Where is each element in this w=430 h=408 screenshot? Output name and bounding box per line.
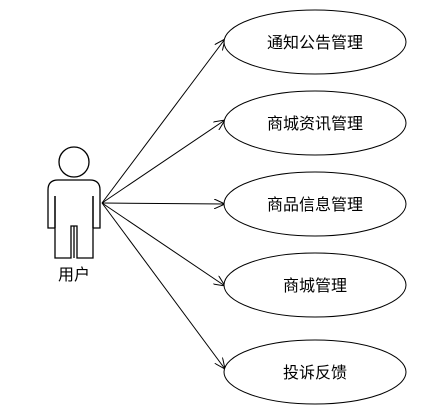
- association-line: [101, 120, 225, 204]
- actor: 用户: [47, 146, 101, 284]
- use-case-label: 商品信息管理: [267, 195, 363, 214]
- use-case: 商城资讯管理: [223, 90, 407, 156]
- use-case-ellipse: [223, 9, 407, 75]
- actor-label: 用户: [58, 265, 90, 284]
- use-case-ellipse: [223, 90, 407, 156]
- association-line: [101, 39, 225, 204]
- use-case-label: 通知公告管理: [267, 33, 363, 52]
- use-case: 商城管理: [223, 252, 407, 318]
- use-case-ellipse: [223, 252, 407, 318]
- use-case-ellipse: [223, 171, 407, 237]
- associations: [101, 39, 225, 369]
- use-case-label: 商城管理: [283, 276, 347, 295]
- use-case-label: 投诉反馈: [283, 363, 347, 382]
- person-icon: [47, 146, 101, 259]
- use-case: 通知公告管理: [223, 9, 407, 75]
- use-case-label: 商城资讯管理: [267, 114, 363, 133]
- use-case: 投诉反馈: [223, 339, 407, 405]
- use-case: 商品信息管理: [223, 171, 407, 237]
- association-line: [101, 202, 225, 286]
- use-case-ellipse: [223, 339, 407, 405]
- association-line: [101, 203, 225, 204]
- association-line: [101, 202, 225, 369]
